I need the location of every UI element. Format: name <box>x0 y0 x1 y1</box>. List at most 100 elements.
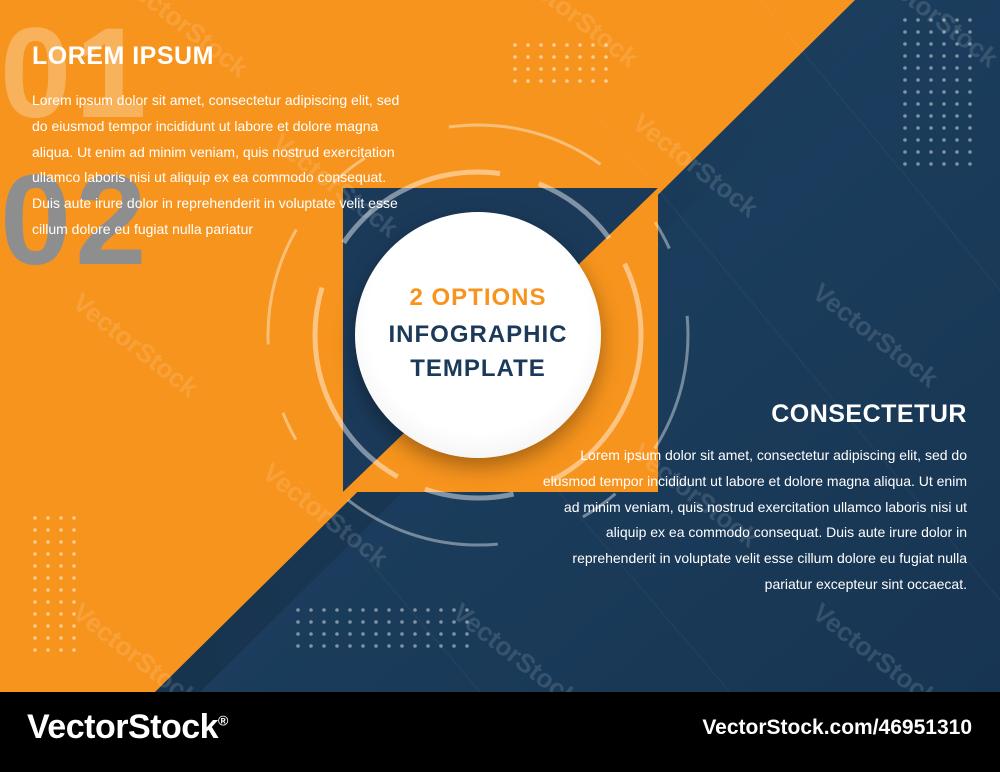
decor-dot <box>387 644 391 648</box>
decor-dot <box>604 67 608 71</box>
decor-dot <box>565 43 569 47</box>
decor-dot <box>46 564 50 568</box>
decor-dot <box>374 620 378 624</box>
decor-dot <box>59 600 63 604</box>
decor-dot <box>465 644 469 648</box>
decor-dot <box>322 608 326 612</box>
decor-dot <box>539 43 543 47</box>
decor-dot <box>322 644 326 648</box>
footer-logo-mark: ® <box>218 712 228 729</box>
decor-dot <box>46 612 50 616</box>
decor-dot <box>59 648 63 652</box>
decor-dot <box>72 516 76 520</box>
decor-dot <box>59 528 63 532</box>
outer-ring <box>312 169 644 501</box>
decor-dot <box>916 30 920 34</box>
decor-dot <box>361 608 365 612</box>
decor-dot <box>374 644 378 648</box>
footer-logo-text: VectorStock <box>27 708 219 746</box>
decor-dot <box>955 138 959 142</box>
decor-dot <box>929 66 933 70</box>
decor-dot <box>591 67 595 71</box>
decor-dot <box>72 564 76 568</box>
decor-dot <box>942 150 946 154</box>
decor-dot <box>929 102 933 106</box>
navy-texture-lines <box>299 0 1000 692</box>
decor-dot <box>46 600 50 604</box>
decor-dot <box>361 620 365 624</box>
decor-dot <box>33 516 37 520</box>
decor-dot <box>33 624 37 628</box>
decor-dot <box>929 30 933 34</box>
decor-dot <box>72 576 76 580</box>
decor-dot <box>400 644 404 648</box>
decor-dot <box>955 54 959 58</box>
decor-dot <box>903 126 907 130</box>
decor-dot <box>59 516 63 520</box>
decor-dot <box>955 150 959 154</box>
decor-dot <box>955 42 959 46</box>
decor-dot <box>72 624 76 628</box>
decor-dot <box>46 540 50 544</box>
decor-dot <box>942 66 946 70</box>
decor-dot <box>916 90 920 94</box>
decor-dot <box>929 54 933 58</box>
decor-dot <box>400 608 404 612</box>
decor-dot <box>968 78 972 82</box>
decor-dot <box>59 552 63 556</box>
decor-dot <box>591 79 595 83</box>
decor-dot <box>968 126 972 130</box>
decor-dot <box>552 79 556 83</box>
decor-dot <box>413 620 417 624</box>
decor-dot <box>46 636 50 640</box>
decor-dot <box>916 138 920 142</box>
decor-dot <box>942 126 946 130</box>
decor-dot <box>413 632 417 636</box>
decor-dot <box>72 648 76 652</box>
decor-dot <box>72 636 76 640</box>
decor-dot <box>46 528 50 532</box>
decor-dot <box>33 648 37 652</box>
decor-dot <box>46 648 50 652</box>
decor-dot <box>942 30 946 34</box>
decor-dot <box>59 540 63 544</box>
decor-dot <box>59 612 63 616</box>
decor-dot <box>33 540 37 544</box>
decor-dot <box>903 114 907 118</box>
decor-dot <box>452 632 456 636</box>
decor-dot <box>929 126 933 130</box>
decor-dot <box>335 632 339 636</box>
decor-dot <box>903 138 907 142</box>
decor-dot <box>903 66 907 70</box>
decor-dot <box>296 632 300 636</box>
decor-dot <box>916 162 920 166</box>
outer-dashed-ring <box>266 123 690 547</box>
decor-dot <box>916 114 920 118</box>
dot-patterns <box>33 18 972 652</box>
decor-dot <box>916 102 920 106</box>
center-heading-line-3: TEMPLATE <box>410 355 546 382</box>
decor-dot <box>955 78 959 82</box>
decor-dot <box>955 126 959 130</box>
decor-dot <box>59 576 63 580</box>
decor-dot <box>348 644 352 648</box>
decor-dot <box>955 18 959 22</box>
decor-dot <box>387 608 391 612</box>
decor-dot <box>539 67 543 71</box>
decor-dot <box>46 588 50 592</box>
decor-dot <box>33 600 37 604</box>
decor-dot <box>348 632 352 636</box>
decor-dot <box>552 67 556 71</box>
decor-dot <box>439 632 443 636</box>
decor-dot <box>903 42 907 46</box>
decor-dot <box>387 620 391 624</box>
decor-dot <box>968 54 972 58</box>
option-1-body: Lorem ipsum dolor sit amet, consectetur … <box>32 92 400 237</box>
decor-dot <box>565 79 569 83</box>
option-1-number: 01 <box>0 2 151 145</box>
decor-dot <box>942 78 946 82</box>
decor-dot <box>33 636 37 640</box>
decor-dot <box>413 644 417 648</box>
decor-dot <box>903 150 907 154</box>
decor-dot <box>400 620 404 624</box>
